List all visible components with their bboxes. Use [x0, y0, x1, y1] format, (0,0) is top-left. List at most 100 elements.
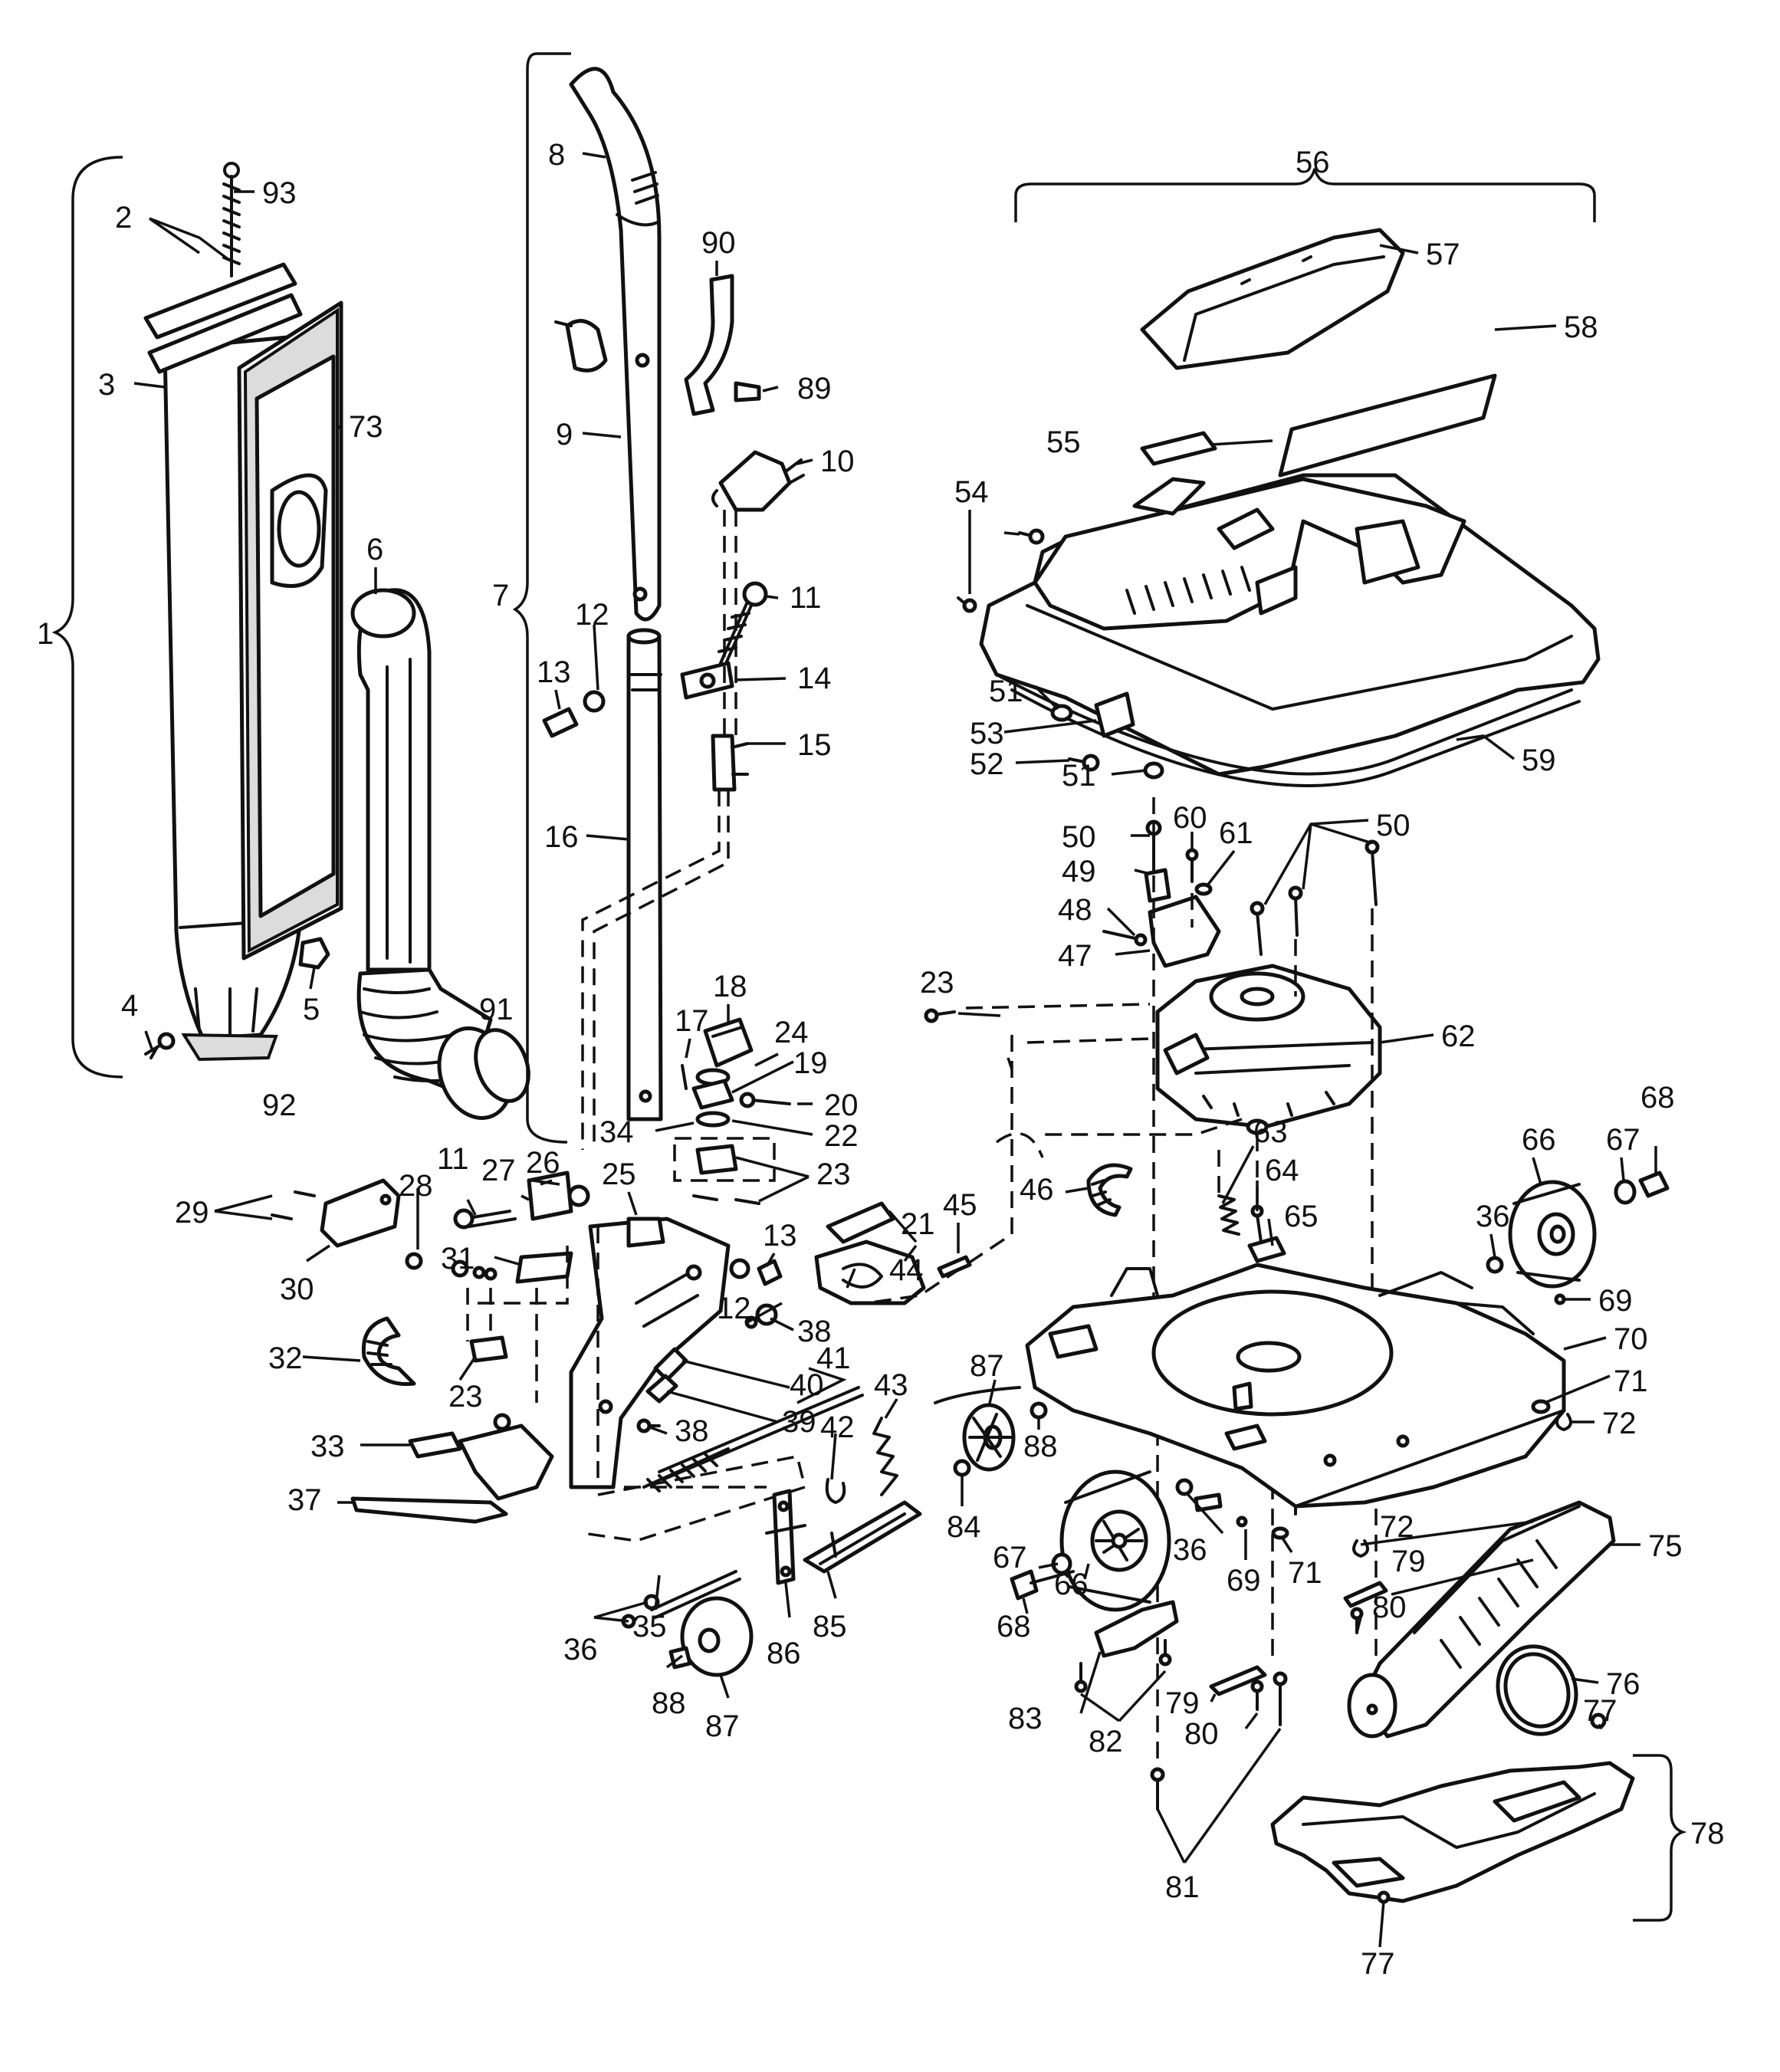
brushroll-group	[1270, 1500, 1687, 1922]
callout-60: 60	[1173, 801, 1207, 835]
callout-18: 18	[713, 970, 747, 1003]
callout-71a: 71	[1614, 1364, 1648, 1398]
callout-59: 59	[1522, 744, 1556, 777]
callout-66b: 66	[1054, 1568, 1089, 1601]
callout-58: 58	[1564, 310, 1598, 344]
callout-labels: 1 2 3 4 5 6 7 8 9 10 11 12 13 14 15 16 1…	[37, 138, 1725, 1981]
callout-88a: 88	[652, 1686, 686, 1720]
cord-hook-screw	[734, 381, 761, 402]
pivot-group	[271, 1017, 972, 1542]
callout-13a: 13	[537, 655, 571, 689]
callout-8: 8	[548, 138, 565, 172]
callout-19: 19	[793, 1046, 828, 1080]
clip-79-right	[1343, 1581, 1388, 1608]
pivot-latch	[703, 1017, 754, 1068]
callout-67b: 67	[993, 1541, 1027, 1575]
callout-57: 57	[1426, 238, 1460, 271]
neck-bolt	[469, 1335, 508, 1363]
callout-51a: 51	[989, 675, 1023, 708]
washer-71-right	[1531, 1399, 1551, 1414]
callout-11a: 11	[790, 581, 822, 615]
pivot-block	[695, 1144, 738, 1175]
bracket-7	[512, 52, 571, 1144]
callout-79a: 79	[1391, 1545, 1426, 1578]
axle-bracket	[772, 1489, 796, 1585]
clip-72-right	[1555, 1413, 1572, 1431]
callout-47: 47	[1058, 939, 1092, 973]
callout-80b: 80	[1184, 1717, 1219, 1751]
callout-5: 5	[303, 993, 320, 1026]
callout-36c: 36	[1173, 1533, 1207, 1567]
callout-4: 4	[121, 989, 138, 1023]
callout-45: 45	[943, 1188, 977, 1222]
callout-13b: 13	[763, 1219, 797, 1253]
rear-axle-rod	[658, 1386, 864, 1481]
callout-73: 73	[349, 410, 383, 444]
callout-56: 56	[1296, 146, 1330, 179]
callout-3: 3	[98, 368, 115, 402]
cover-screws	[271, 1190, 316, 1220]
hood-clip	[1140, 431, 1217, 466]
callout-17: 17	[675, 1004, 709, 1038]
callout-23c: 23	[920, 966, 954, 1000]
callout-28: 28	[399, 1169, 433, 1203]
callout-23b: 23	[448, 1380, 483, 1414]
callout-22: 22	[824, 1119, 859, 1153]
callout-12b: 12	[717, 1292, 751, 1325]
long-screw	[718, 600, 753, 668]
tube-washer	[583, 690, 606, 713]
callout-48: 48	[1058, 893, 1092, 927]
callout-78: 78	[1690, 1817, 1725, 1850]
callout-30: 30	[280, 1272, 314, 1306]
callout-23a: 23	[816, 1157, 851, 1191]
latch-screw	[681, 1064, 688, 1090]
bottom-plate	[1270, 1761, 1635, 1903]
axle-68-right	[1638, 1171, 1670, 1198]
callout-85: 85	[813, 1610, 847, 1643]
callout-66a: 66	[1522, 1123, 1556, 1157]
hose-elbow	[356, 588, 432, 972]
callout-50a: 50	[1062, 820, 1096, 854]
washer-51b	[1143, 761, 1164, 780]
callout-67a: 67	[1606, 1123, 1640, 1157]
callout-82: 82	[1089, 1725, 1123, 1758]
callout-50b: 50	[1376, 809, 1411, 842]
callout-40: 40	[790, 1368, 824, 1402]
adjust-pin	[937, 1255, 972, 1279]
callout-41: 41	[816, 1341, 851, 1375]
callout-79b: 79	[1165, 1686, 1200, 1720]
hood-group	[957, 168, 1601, 787]
callout-84: 84	[947, 1510, 981, 1544]
callout-14: 14	[797, 662, 832, 695]
pivot-plate	[691, 1079, 734, 1110]
base-screws-81	[1156, 1681, 1282, 1811]
callout-69a: 69	[1598, 1284, 1633, 1318]
wheel-cap-88b	[1030, 1401, 1048, 1420]
callout-70: 70	[1614, 1322, 1648, 1356]
tube-screw	[542, 707, 579, 738]
drive-belt	[361, 1316, 416, 1387]
callout-33: 33	[310, 1430, 345, 1463]
callout-87a: 87	[705, 1709, 740, 1743]
rear-axle	[650, 1570, 741, 1619]
callout-88b: 88	[1023, 1430, 1058, 1463]
callout-86: 86	[767, 1637, 801, 1670]
callout-36a: 36	[563, 1633, 598, 1666]
bumper-plate-83	[1094, 1600, 1179, 1658]
callout-52: 52	[970, 747, 1004, 781]
bag-nut	[298, 937, 330, 970]
callout-25: 25	[602, 1157, 636, 1191]
callout-7: 7	[492, 579, 509, 612]
callout-72a: 72	[1602, 1407, 1637, 1440]
callout-39: 39	[782, 1405, 816, 1439]
callout-1: 1	[37, 617, 54, 651]
callout-35: 35	[632, 1610, 667, 1643]
brush-spring-63	[1217, 1194, 1240, 1236]
washer-67-right	[1614, 1179, 1637, 1205]
hood-grille	[1125, 566, 1251, 615]
callout-44: 44	[889, 1253, 924, 1287]
callout-62: 62	[1441, 1020, 1476, 1053]
cord-hook	[684, 274, 734, 416]
tension-spring	[872, 1417, 898, 1496]
neck-casting	[569, 1217, 731, 1489]
